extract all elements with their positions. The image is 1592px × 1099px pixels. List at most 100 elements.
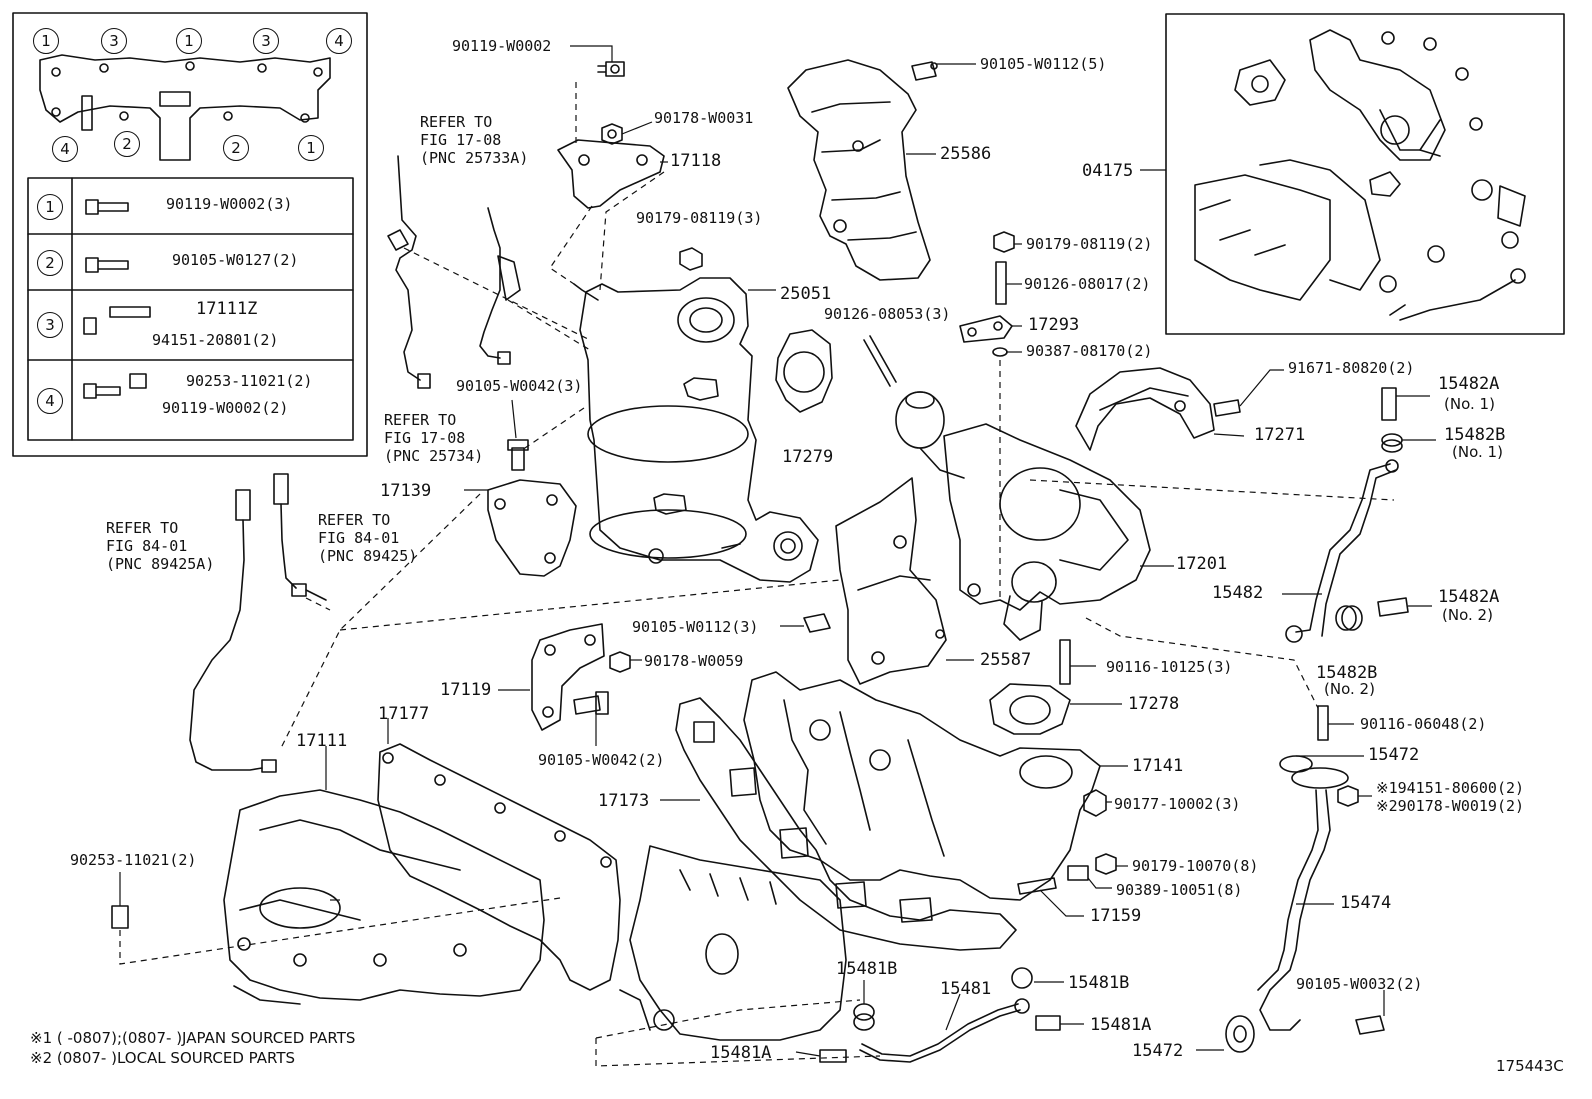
washer-90387 (992, 347, 1008, 357)
part-label-15482a-no1-sub: (No. 1) (1444, 395, 1495, 413)
stud-17159 (1017, 877, 1057, 895)
legend-part-number: 90119-W0002(2) (162, 399, 289, 417)
part-label-90126-08053-3: 90126-08053(3) (824, 305, 951, 323)
legend-row-key: 4 (37, 388, 63, 414)
ref-note-line: FIG 84-01 (106, 537, 188, 555)
washer-15481B-a (853, 1003, 875, 1031)
o2-sensor-wire-a (189, 489, 277, 773)
part-label-15481a-a: 15481A (710, 1043, 772, 1063)
bracket-17119 (531, 623, 605, 731)
footnote-local-sourced: ※2 (0807- )LOCAL SOURCED PARTS (30, 1049, 296, 1067)
legend-position-4: 4 (52, 136, 78, 162)
washer-15482B-1 (1381, 433, 1403, 453)
washer-15482B-2 (1335, 605, 1363, 631)
part-label-90387-08170-2: 90387-08170(2) (1026, 342, 1153, 360)
ref-note-line: (PNC 25734) (384, 447, 484, 465)
ref-note-line: REFER TO (106, 519, 179, 537)
ref-note-line: REFER TO (318, 511, 391, 529)
legend-part-number: 94151-20801(2) (152, 331, 279, 349)
oil-pipe-15474 (1257, 767, 1349, 1031)
legend-position-2: 2 (114, 131, 140, 157)
part-label-15482a-no2: 15482A (1438, 587, 1500, 607)
part-label-25587: 25587 (980, 650, 1032, 670)
part-label-90116-06048-2: 90116-06048(2) (1360, 715, 1487, 733)
ref-note-line: FIG 17-08 (420, 131, 502, 149)
part-label-15482a-no2-sub: (No. 2) (1442, 606, 1493, 624)
legend-position-1: 1 (298, 135, 324, 161)
part-label-17118: 17118 (670, 151, 722, 171)
gasket-17173 (675, 697, 1017, 951)
part-label-15482b-no2-sub: (No. 2) (1324, 680, 1375, 698)
part-label-15481: 15481 (940, 979, 992, 999)
legend-part-number: 17111Z (196, 299, 258, 319)
nut-90179-10070 (1095, 853, 1117, 875)
part-label-90389-10051-8: 90389-10051(8) (1116, 881, 1243, 899)
nut-90179-08119-2 (993, 231, 1015, 253)
figure-id: 175443C (1496, 1057, 1564, 1075)
stud-90116-06048 (1317, 705, 1329, 741)
part-label-90126-08017-2: 90126-08017(2) (1024, 275, 1151, 293)
part-label-15474: 15474 (1340, 893, 1392, 913)
part-label-17111: 17111 (296, 731, 348, 751)
part-label-90178-w0059: 90178-W0059 (644, 652, 744, 670)
footnote-japan-sourced: ※1 ( -0807);(0807- )JAPAN SOURCED PARTS (30, 1029, 356, 1047)
legend-row-key: 3 (37, 312, 63, 338)
legend-position-1: 1 (176, 28, 202, 54)
ref-note-line: FIG 84-01 (318, 529, 400, 547)
part-label-15482: 15482 (1212, 583, 1264, 603)
part-label-17119: 17119 (440, 680, 492, 700)
collar-90253 (111, 905, 129, 929)
bolt-15481A-a (819, 1049, 847, 1063)
bolt-90105-w0042-3 (507, 439, 529, 471)
bolt-91671 (1213, 399, 1241, 417)
part-label-15482a-no1: 15482A (1438, 374, 1500, 394)
exhaust-manifold-17141 (743, 671, 1101, 901)
collar-90389 (1067, 865, 1089, 881)
ref-note-line: REFER TO (420, 113, 493, 131)
heat-shield-17271 (1075, 367, 1215, 451)
sensor-harness-2 (479, 207, 521, 365)
cylinder-head (619, 845, 847, 1041)
gasket-15472-top (1279, 755, 1313, 773)
studs-90116-10125 (1059, 639, 1071, 685)
oil-pipe-15481 (859, 998, 1030, 1063)
legend-part-number: 90119-W0002(3) (166, 195, 293, 213)
part-label-90177-10002-3: 90177-10002(3) (1114, 795, 1241, 813)
plate-17293 (959, 315, 1013, 343)
turbocharger-17201 (895, 391, 1151, 641)
part-label-17278: 17278 (1128, 694, 1180, 714)
nut-194151 (1337, 785, 1359, 807)
legend-part-number: 90105-W0127(2) (172, 251, 299, 269)
bolt-90105-w0112-3 (803, 613, 831, 633)
bolt-90119 (597, 61, 625, 77)
nut-90178-w0031 (601, 123, 623, 145)
legend-bolt-icons (83, 199, 151, 399)
bracket-17139 (487, 479, 577, 577)
inset-box (1165, 13, 1565, 335)
gasket-17177 (377, 743, 621, 991)
part-label-15472-top: 15472 (1368, 745, 1420, 765)
part-label-15482b-no1: 15482B (1444, 425, 1506, 445)
o2-sensor-wire-b (273, 473, 327, 601)
washer-15481B-b (1011, 967, 1033, 989)
legend-position-3: 3 (101, 28, 127, 54)
catalytic-converter-25051 (573, 277, 819, 583)
part-label-15472-bottom: 15472 (1132, 1041, 1184, 1061)
part-label-17141: 17141 (1132, 756, 1184, 776)
part-label-15481b-a: 15481B (836, 959, 898, 979)
part-label-90105-w0042-2: 90105-W0042(2) (538, 751, 665, 769)
part-label-25586: 25586 (940, 144, 992, 164)
part-label-17139: 17139 (380, 481, 432, 501)
legend-position-1: 1 (33, 28, 59, 54)
ref-note-line: REFER TO (384, 411, 457, 429)
part-label-17201: 17201 (1176, 554, 1228, 574)
part-label-90119-w0002: 90119-W0002 (452, 37, 552, 55)
heat-shield-25586 (787, 59, 931, 281)
legend-row-key: 1 (37, 194, 63, 220)
part-label-90105-w0032-2: 90105-W0032(2) (1296, 975, 1423, 993)
bolt-15482A-2 (1377, 597, 1409, 617)
bolt-15482A-1 (1381, 387, 1397, 421)
part-label-90105-w0112-3: 90105-W0112(3) (632, 618, 759, 636)
